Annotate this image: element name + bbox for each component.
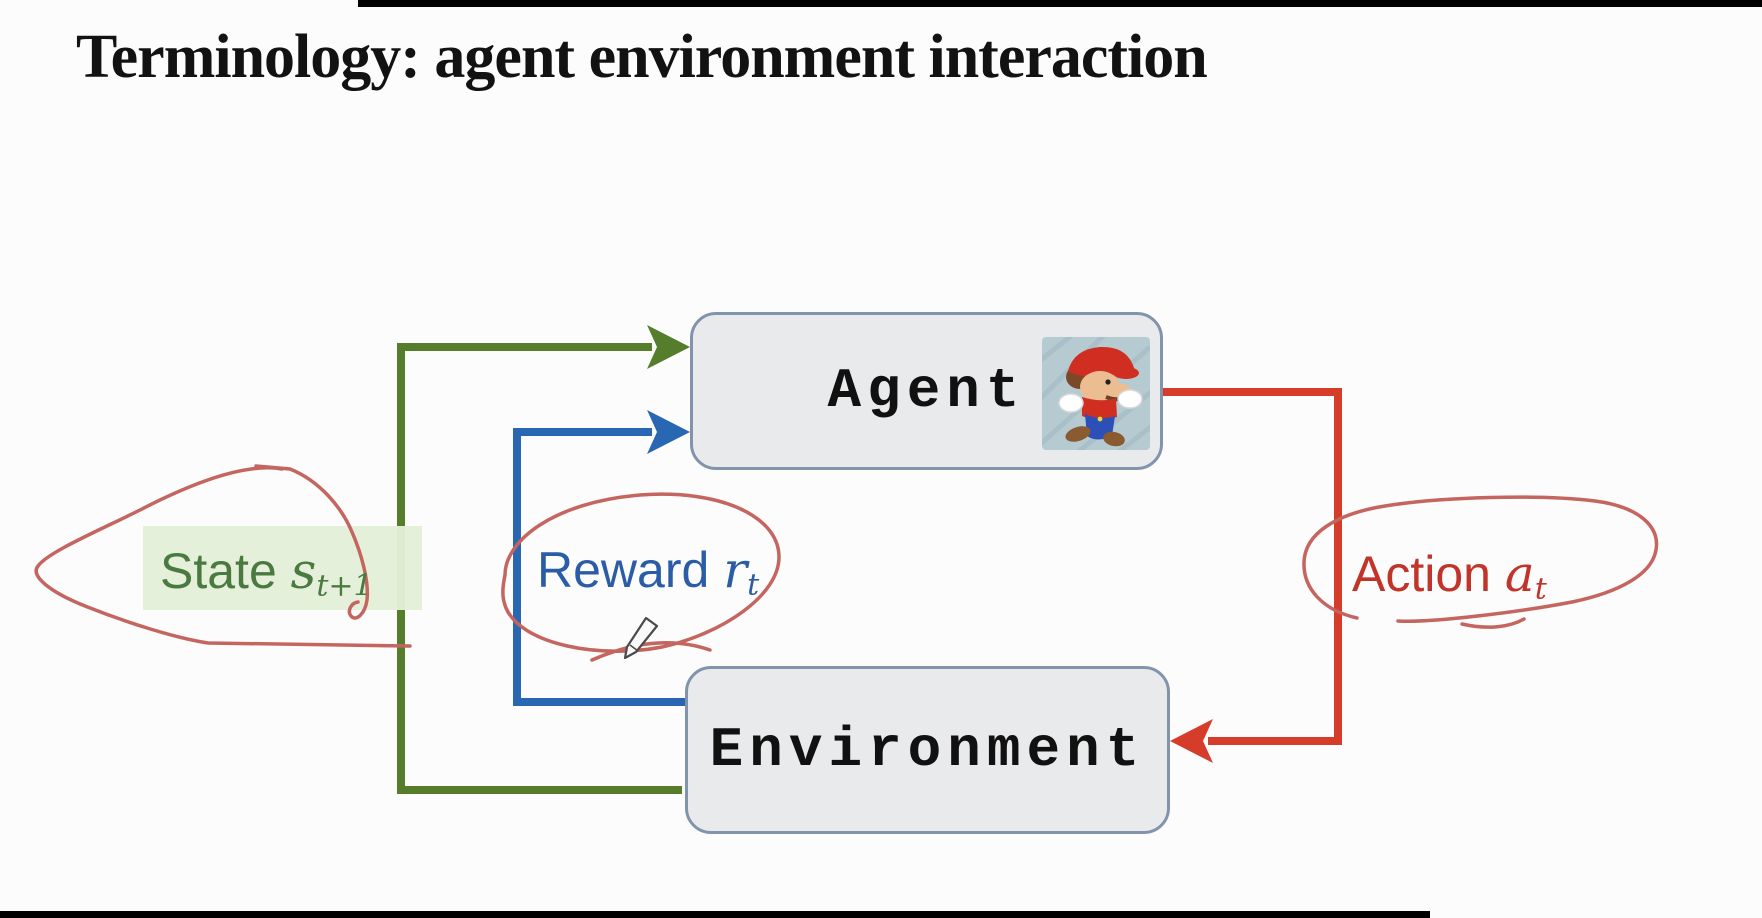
action-label-text: Action: [1352, 546, 1491, 602]
reward-arrow: [513, 428, 686, 706]
reward-label-text: Reward: [537, 542, 710, 598]
reward-arrowhead-icon: [647, 410, 690, 454]
action-symbol: at: [1504, 545, 1547, 607]
state-label: State st+1: [160, 542, 373, 604]
reward-label: Reward rt: [537, 541, 760, 603]
mario-icon: [1042, 337, 1150, 450]
pencil-cursor-icon: [623, 616, 659, 660]
action-arrowhead-icon: [1170, 719, 1213, 763]
state-label-text: State: [160, 543, 277, 599]
environment-label: Environment: [709, 718, 1146, 782]
reward-symbol: rt: [723, 541, 760, 603]
reward-circle-annotation: [501, 492, 781, 662]
video-letterbox-top: [358, 0, 1762, 7]
video-letterbox-bottom: [0, 911, 1430, 918]
action-arrow: [1163, 388, 1342, 745]
state-circle-annotation: [34, 464, 412, 648]
slide-title: Terminology: agent environment interacti…: [76, 23, 1208, 91]
state-symbol: st+1: [290, 542, 373, 604]
agent-box: Agent: [690, 312, 1163, 470]
action-circle-annotation: [1302, 495, 1659, 629]
agent-label: Agent: [827, 359, 1026, 423]
state-highlight: [143, 526, 422, 610]
environment-box: Environment: [685, 666, 1170, 834]
state-arrowhead-icon: [647, 325, 690, 369]
action-label: Action at: [1352, 545, 1547, 607]
